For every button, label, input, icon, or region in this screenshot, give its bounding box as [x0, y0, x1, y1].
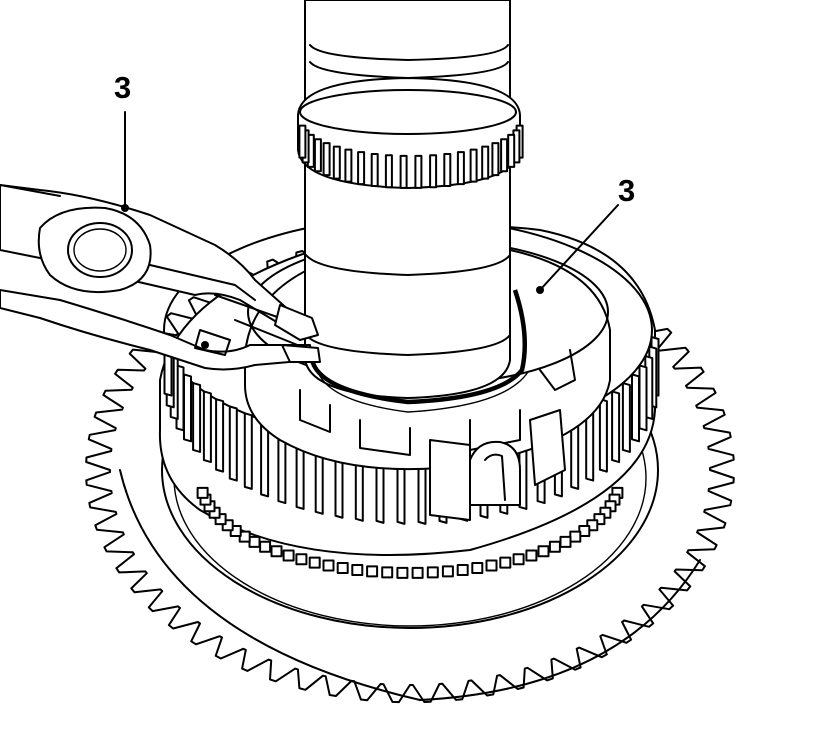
- dog-tooth: [282, 549, 295, 562]
- hub-spline: [598, 398, 608, 473]
- dog-tooth: [548, 540, 561, 553]
- shaft-spline: [500, 138, 509, 173]
- dog-tooth: [295, 553, 308, 566]
- shaft-spline: [332, 145, 341, 180]
- hub-spline: [638, 364, 648, 432]
- dog-tooth: [270, 545, 283, 558]
- dog-tooth: [308, 556, 321, 569]
- dog-tooth: [525, 549, 538, 562]
- snap-ring: [309, 289, 527, 405]
- dog-tooth: [593, 513, 606, 526]
- dog-tooth: [456, 564, 469, 576]
- shaft-spline: [443, 153, 452, 187]
- hub-spline: [215, 398, 225, 473]
- dog-tooth: [411, 566, 424, 579]
- hub-spline: [192, 382, 202, 453]
- dog-tooth: [366, 565, 379, 578]
- dog-tooth: [322, 559, 335, 572]
- dog-tooth: [485, 559, 498, 572]
- dog-tooth: [512, 553, 525, 566]
- dog-tooth: [196, 486, 209, 499]
- dog-tooth: [441, 565, 454, 578]
- dog-tooth: [569, 530, 582, 543]
- shaft-spline: [456, 151, 465, 186]
- callout-label-left: 3: [114, 70, 132, 105]
- dog-tooth: [537, 545, 550, 558]
- shaft-spline: [313, 138, 322, 173]
- shaft-spline: [414, 154, 423, 189]
- shaft-spline: [469, 148, 478, 183]
- dog-tooth: [259, 540, 272, 553]
- shaft-spline: [357, 151, 366, 186]
- hub-spline: [621, 382, 631, 453]
- dog-tooth: [396, 566, 409, 579]
- shaft-spline: [491, 142, 500, 177]
- dog-tooth: [499, 556, 512, 569]
- shaft-spline: [344, 148, 353, 183]
- hub-spline: [631, 373, 640, 443]
- dog-tooth: [221, 519, 234, 532]
- dog-tooth: [471, 562, 484, 574]
- shaft-spline: [298, 124, 307, 159]
- shaft-spline: [384, 154, 393, 189]
- hub-spline: [243, 412, 253, 490]
- shaft-spline: [507, 133, 516, 168]
- callout-leaders: [121, 111, 619, 294]
- shaft-spline: [429, 154, 438, 189]
- snap-ring-pliers: [0, 184, 321, 371]
- dog-tooth: [248, 535, 261, 548]
- dog-tooth: [426, 566, 439, 579]
- dog-tooth: [381, 566, 394, 579]
- hub-spline: [611, 390, 621, 464]
- dog-tooth: [559, 535, 572, 548]
- dog-tooth: [351, 564, 364, 576]
- callout-label-right: 3: [618, 173, 636, 208]
- shaft-spline: [481, 145, 490, 180]
- shaft-spline: [370, 153, 379, 187]
- shaft-spline: [399, 154, 408, 189]
- hub-spline: [202, 390, 212, 464]
- shaft: [297, 0, 529, 413]
- hub-spline: [228, 405, 238, 482]
- hub-spline: [183, 373, 192, 443]
- dog-tooth: [336, 562, 349, 574]
- shaft-spline: [322, 142, 331, 177]
